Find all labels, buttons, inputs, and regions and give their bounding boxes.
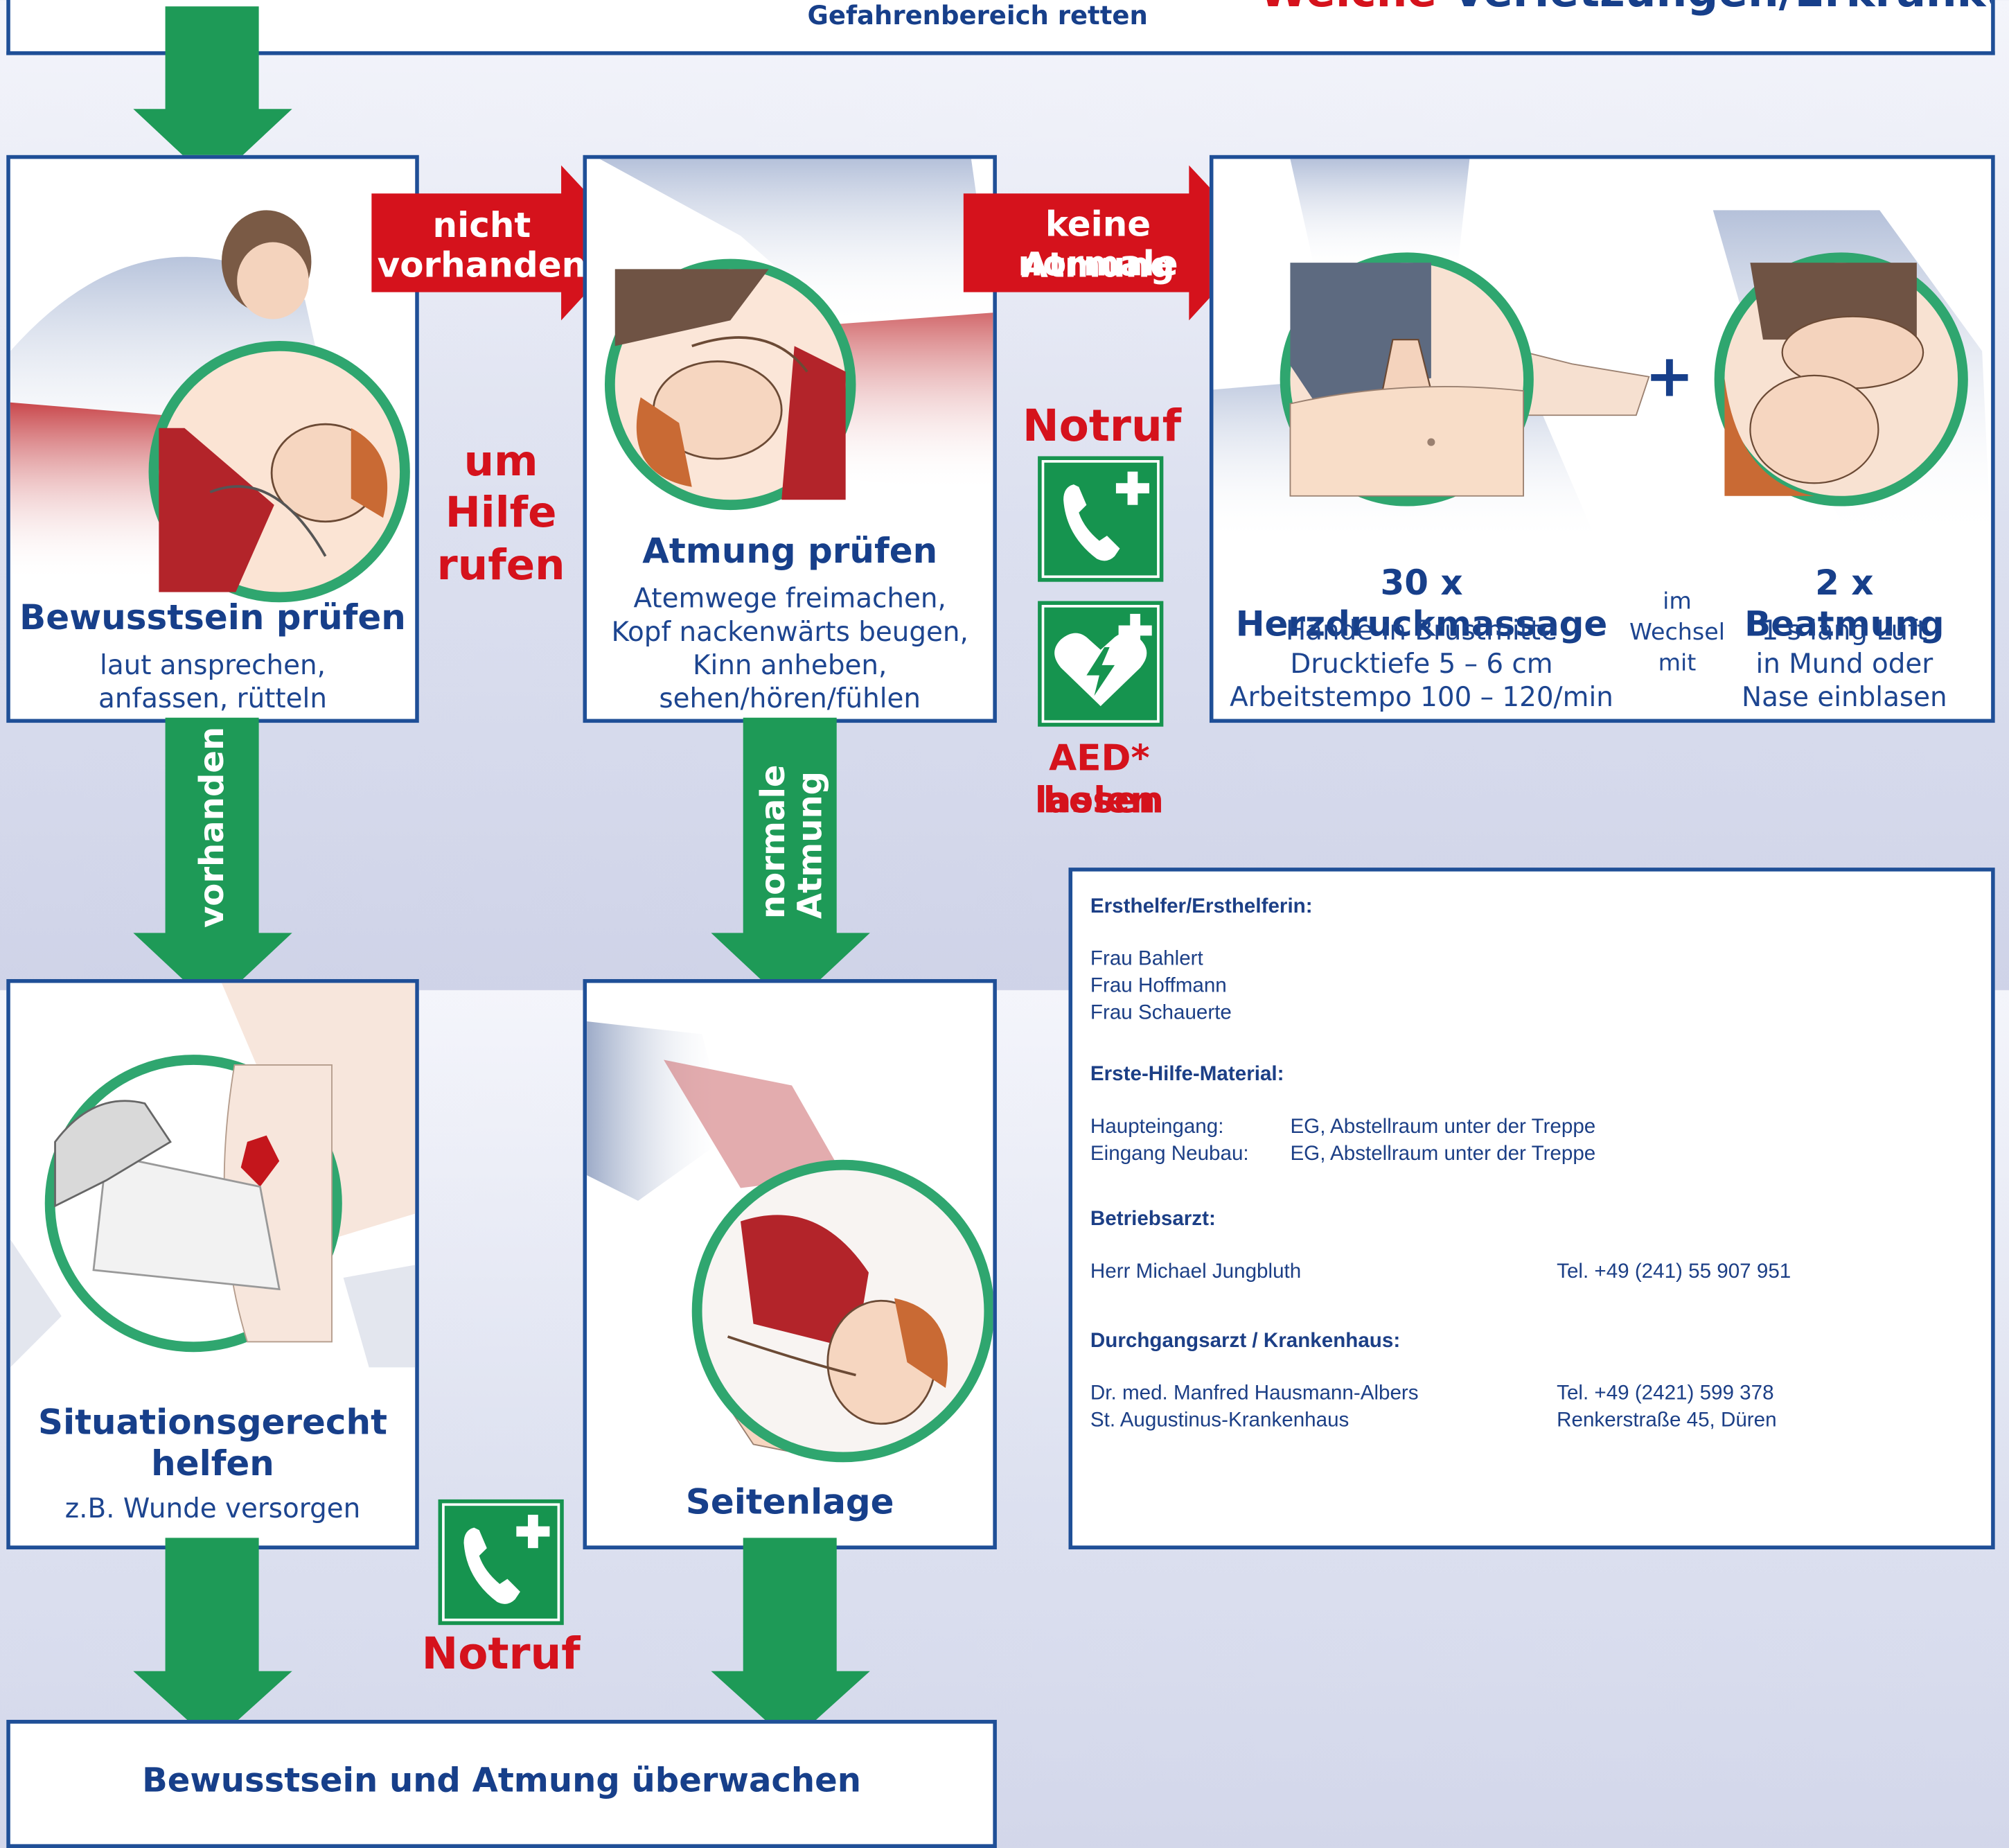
- call-help-line-3: rufen: [436, 539, 565, 590]
- material-location-2: EG, Abstellraum unter der Treppe: [1290, 1143, 1596, 1165]
- aed-heart-icon: [1038, 601, 1164, 727]
- hospital-line-1: Dr. med. Manfred Hausmann-Albers: [1090, 1382, 1419, 1405]
- cpr-compression-line-3: Arbeitstempo 100 – 120/min: [1230, 681, 1613, 713]
- header-right-text: Welche Verletzungen/Erkrankungen?: [1259, 0, 1991, 18]
- arrow-normal-breathing-label-2: Atmung: [791, 771, 831, 919]
- cpr-compression-title: 30 x Herzdruckmassage: [1235, 563, 1608, 645]
- breathing-line-2: Kopf nackenwärts beugen,: [611, 616, 968, 647]
- aed-label-2: lassen: [1034, 779, 1165, 822]
- first-aider-2: Frau Hoffmann: [1090, 975, 1227, 997]
- arrow-not-present-label-2: vorhanden: [377, 246, 587, 286]
- consciousness-box: Bewusstsein prüfen laut ansprechen, anfa…: [6, 155, 419, 723]
- header-right-red: Welche: [1259, 0, 1437, 18]
- arrow-no-normal-label-2: Atmung: [1021, 246, 1175, 286]
- arrow-no-normal-label-1: keine normale: [1018, 204, 1178, 285]
- arrow-down-header: [133, 6, 292, 184]
- emergency-call-bottom-label: Notruf: [421, 1628, 581, 1680]
- call-help-line-2: Hilfe: [445, 486, 557, 537]
- breathing-line-3: Kinn anheben,: [693, 649, 887, 681]
- consciousness-circle: [148, 340, 410, 603]
- cpr-box: + 30 x Herzdruckmassage Hände in Brustmi…: [1209, 155, 1995, 723]
- recovery-title: Seitenlage: [685, 1482, 894, 1523]
- arrow-present-label: vorhanden: [193, 726, 232, 929]
- hospital-line-2: St. Augustinus-Krankenhaus: [1090, 1409, 1349, 1432]
- breathing-circle: [604, 258, 856, 511]
- cpr-alternate-2: Wechsel: [1629, 619, 1725, 646]
- hospital-contact-2: Renkerstraße 45, Düren: [1557, 1409, 1777, 1432]
- aed-label-1: AED* holen: [1043, 737, 1156, 822]
- material-place-1: Haupteingang:: [1090, 1116, 1224, 1138]
- cpr-compression-line-2: Drucktiefe 5 – 6 cm: [1290, 648, 1553, 680]
- consciousness-line-2: anfassen, rütteln: [98, 683, 327, 714]
- breathing-title: Atmung prüfen: [642, 531, 938, 572]
- arrow-not-present-label-1: nicht: [432, 206, 531, 247]
- cpr-ventilation-line-2: in Mund oder: [1755, 648, 1933, 680]
- situational-box: Situationsgerecht helfen z.B. Wunde vers…: [6, 979, 419, 1550]
- cpr-alternate-3: mit: [1658, 649, 1697, 677]
- arrow-right-no-normal-breathing: [963, 165, 1261, 321]
- arrow-down-bottom-right: [711, 1538, 870, 1743]
- arrow-down-bottom-left: [133, 1538, 292, 1743]
- first-aider-3: Frau Schauerte: [1090, 1002, 1232, 1024]
- recovery-box: Seitenlage: [583, 979, 997, 1550]
- breathing-line-4: sehen/hören/fühlen: [659, 683, 921, 714]
- cpr-ventilation-line-1: 1 s lang Luft: [1761, 615, 1928, 646]
- call-help-line-1: um: [463, 435, 538, 486]
- header-box: Gefahrenbereich retten Welche Verletzung…: [6, 0, 1995, 55]
- phone-plus-icon-bottom: [438, 1499, 564, 1626]
- cpr-ventilation-line-3: Nase einblasen: [1742, 681, 1947, 713]
- situational-sub: z.B. Wunde versorgen: [64, 1493, 361, 1524]
- phone-plus-icon: [1038, 456, 1164, 582]
- breathing-box: Atmung prüfen Atemwege freimachen, Kopf …: [583, 155, 997, 723]
- arrow-down-normal-breathing: [711, 717, 870, 1007]
- first-aider-1: Frau Bahlert: [1090, 948, 1203, 971]
- doctor-name: Herr Michael Jungbluth: [1090, 1260, 1302, 1283]
- cpr-alternate-1: im: [1663, 588, 1692, 615]
- situational-circle: [44, 1055, 342, 1353]
- situational-title-1: Situationsgerecht: [38, 1403, 387, 1443]
- monitor-title: Bewusstsein und Atmung überwachen: [142, 1762, 862, 1801]
- consciousness-title: Bewusstsein prüfen: [19, 598, 406, 639]
- material-location-1: EG, Abstellraum unter der Treppe: [1290, 1116, 1596, 1138]
- header-right-blue: Verletzungen/Erkrankungen?: [1452, 0, 1991, 18]
- breathing-illustration: [599, 159, 993, 493]
- monitor-box: Bewusstsein und Atmung überwachen: [6, 1720, 997, 1848]
- breathing-line-1: Atemwege freimachen,: [633, 583, 946, 614]
- doctor-heading: Betriebsarzt:: [1090, 1208, 1216, 1231]
- cpr-ventilation-title: 2 x Beatmung: [1744, 563, 1945, 645]
- material-place-2: Eingang Neubau:: [1090, 1143, 1249, 1165]
- hospital-contact-1: Tel. +49 (2421) 599 378: [1557, 1382, 1774, 1405]
- arrow-down-present: [133, 717, 292, 1007]
- doctor-tel: Tel. +49 (241) 55 907 951: [1557, 1260, 1791, 1283]
- situational-title-2: helfen: [151, 1444, 274, 1484]
- header-center-text: Gefahrenbereich retten: [807, 0, 1148, 31]
- consciousness-line-1: laut ansprechen,: [100, 649, 326, 681]
- cpr-compression-circle: [1280, 252, 1534, 507]
- first-aiders-heading: Ersthelfer/Ersthelferin:: [1090, 895, 1313, 918]
- hospital-heading: Durchgangsarzt / Krankenhaus:: [1090, 1330, 1401, 1353]
- recovery-circle: [691, 1159, 993, 1463]
- svg-text:+: +: [1645, 342, 1694, 410]
- material-heading: Erste-Hilfe-Material:: [1090, 1064, 1284, 1086]
- cpr-ventilation-circle: [1714, 252, 1968, 507]
- arrow-right-not-present: [371, 165, 633, 321]
- arrow-normal-breathing-label-1: normale: [754, 764, 793, 919]
- cpr-compression-line-1: Hände in Brustmitte: [1286, 615, 1557, 646]
- emergency-call-label: Notruf: [1023, 401, 1182, 452]
- info-panel: Ersthelfer/Ersthelferin: Frau Bahlert Fr…: [1068, 868, 1995, 1550]
